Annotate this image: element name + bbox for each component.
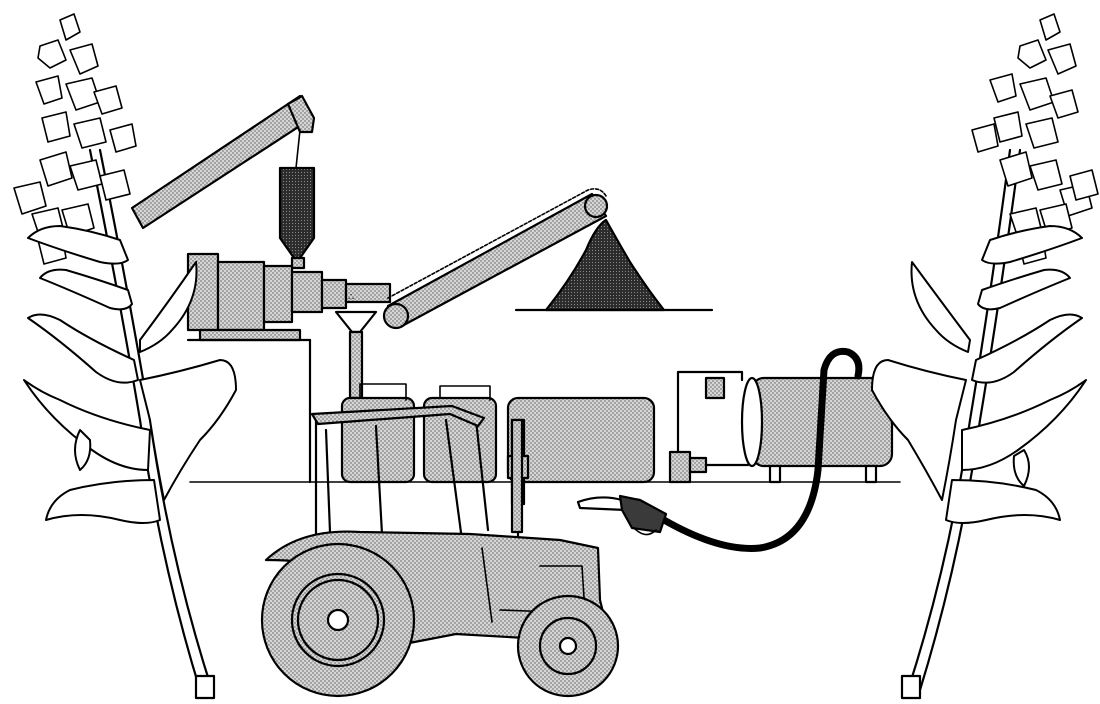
bagasse-conveyor (382, 188, 609, 330)
feed-hopper (278, 166, 316, 270)
bagasse-pile (514, 218, 714, 312)
fermentation-tanks (340, 383, 656, 484)
transfer-piping (668, 370, 750, 484)
grain-auger (130, 94, 316, 230)
fuel-hose (660, 347, 863, 552)
sorghum-plant-right (871, 13, 1099, 700)
crusher-press (186, 252, 392, 484)
fuel-nozzle (576, 494, 668, 536)
tractor (260, 404, 620, 698)
juice-funnel: ∴ (334, 292, 378, 400)
sorghum-plant-left (13, 13, 237, 700)
svg-text:∴: ∴ (348, 292, 354, 303)
